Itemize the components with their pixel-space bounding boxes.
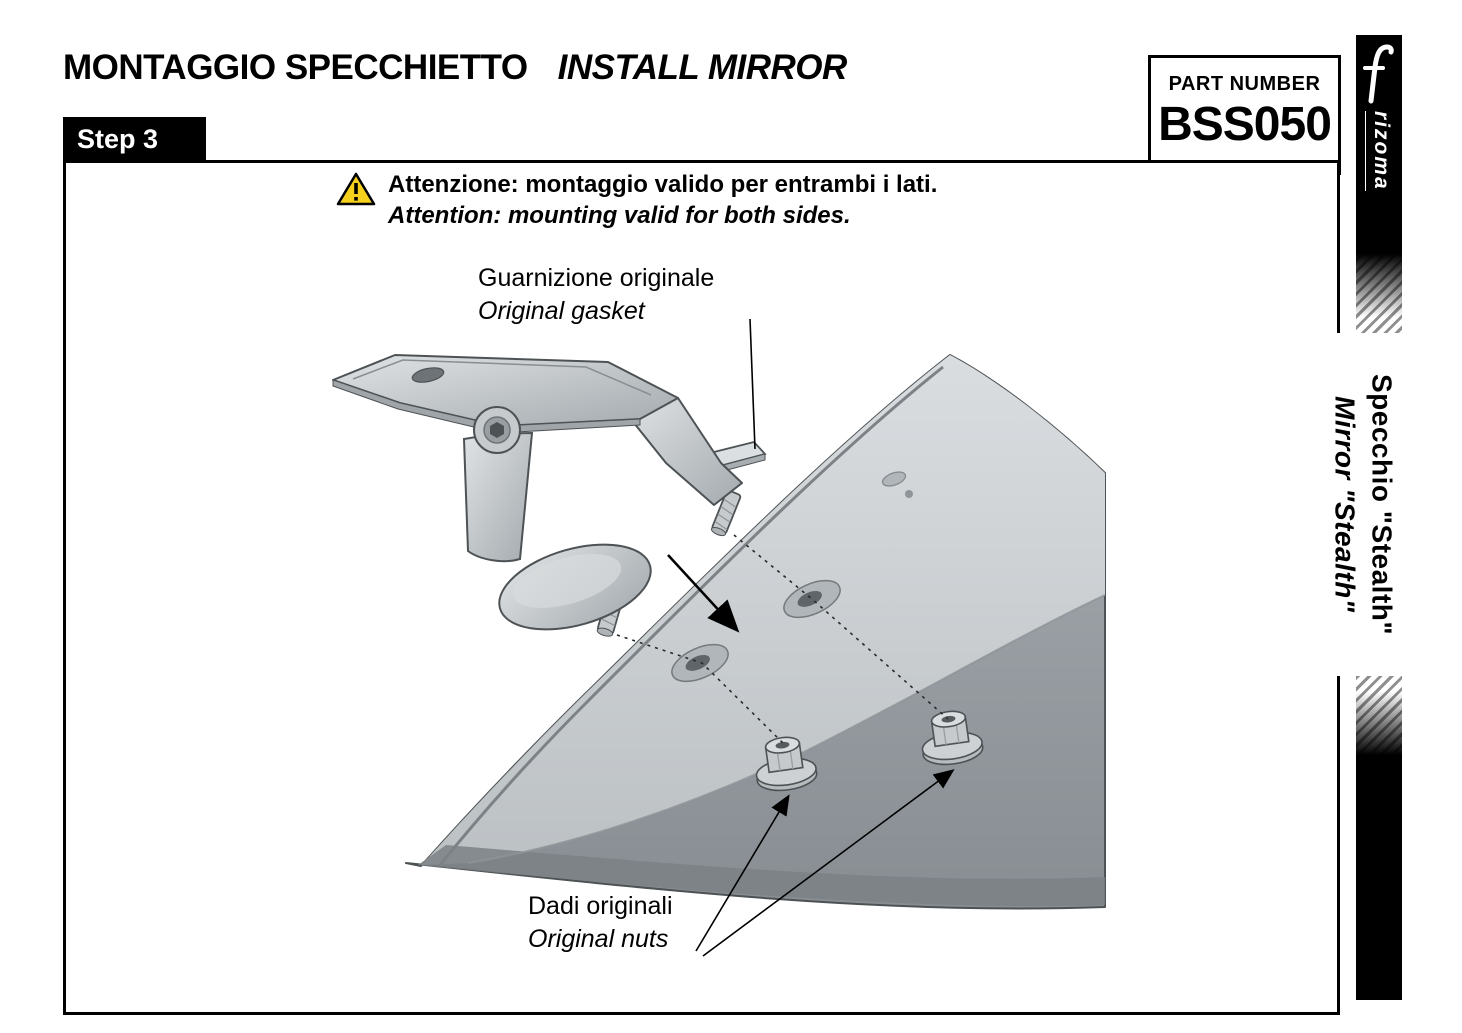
fairing: [405, 354, 1106, 910]
insertion-arrow: [667, 554, 740, 633]
mounting-stud-rear: [710, 489, 742, 537]
mirror-plate-detail-line: [352, 359, 652, 396]
page-title: MONTAGGIO SPECCHIETTO INSTALL MIRROR: [63, 48, 847, 88]
warning-text-english: Attention: mounting valid for both sides…: [388, 202, 851, 229]
mirror-plate-thickness: [332, 379, 641, 434]
gasket-callout: Guarnizione originale Original gasket: [478, 262, 714, 328]
product-name-italian: Specchio "Stealth": [1366, 373, 1398, 636]
gasket-label-english: Original gasket: [478, 297, 645, 325]
nuts-leader-lines: [695, 769, 955, 957]
alignment-dotted-lines: [616, 534, 949, 744]
brand-sidebar: rizoma Mirror "Stealth" Specchio "Stealt…: [1324, 35, 1402, 1000]
pivot-screw: [473, 406, 521, 454]
product-name-english: Mirror "Stealth": [1329, 396, 1361, 613]
flange-nut-rear: [921, 710, 984, 766]
step-label: Step 3: [77, 123, 159, 154]
flange-nut-front: [755, 736, 818, 792]
instruction-frame: Attenzione: montaggio valido per entramb…: [63, 160, 1340, 1015]
gasket-leader-line: [749, 318, 756, 450]
warning-text: Attenzione: montaggio valido per entramb…: [388, 169, 937, 231]
part-number-box: PART NUMBER BSS050: [1148, 55, 1341, 175]
exploded-view-illustration: [332, 318, 1106, 957]
mirror-base-assembly: [332, 354, 767, 637]
warning-triangle-icon: [336, 172, 376, 206]
mirror-foot: [498, 543, 652, 631]
title-english: INSTALL MIRROR: [557, 48, 848, 87]
gasket-label-italian: Guarnizione originale: [478, 264, 715, 292]
fairing-detail-hole: [881, 471, 913, 498]
sidebar-bottom-bar: [1356, 762, 1402, 1000]
stripes-bottom-decoration: [1356, 676, 1402, 762]
part-number-value: BSS050: [1158, 98, 1332, 151]
mounting-hole-front: [671, 643, 729, 683]
nuts-label-english: Original nuts: [528, 925, 669, 953]
rizoma-logo-icon: [1363, 44, 1394, 104]
step-badge: Step 3: [63, 117, 206, 161]
brand-name: rizoma: [1365, 111, 1393, 191]
nuts-label-italian: Dadi originali: [528, 892, 673, 920]
title-italian: MONTAGGIO SPECCHIETTO: [63, 48, 528, 87]
stripes-top-decoration: [1356, 247, 1402, 333]
warning-note: Attenzione: montaggio valido per entramb…: [336, 169, 937, 231]
sidebar-brand-block: rizoma: [1356, 35, 1402, 247]
nuts-callout: Dadi originali Original nuts: [528, 890, 673, 956]
part-number-label: PART NUMBER: [1168, 73, 1321, 95]
mirror-plate-slot: [411, 367, 445, 383]
warning-text-italian: Attenzione: montaggio valido per entramb…: [388, 171, 938, 198]
sidebar-product-names: Mirror "Stealth" Specchio "Stealth": [1324, 333, 1402, 676]
